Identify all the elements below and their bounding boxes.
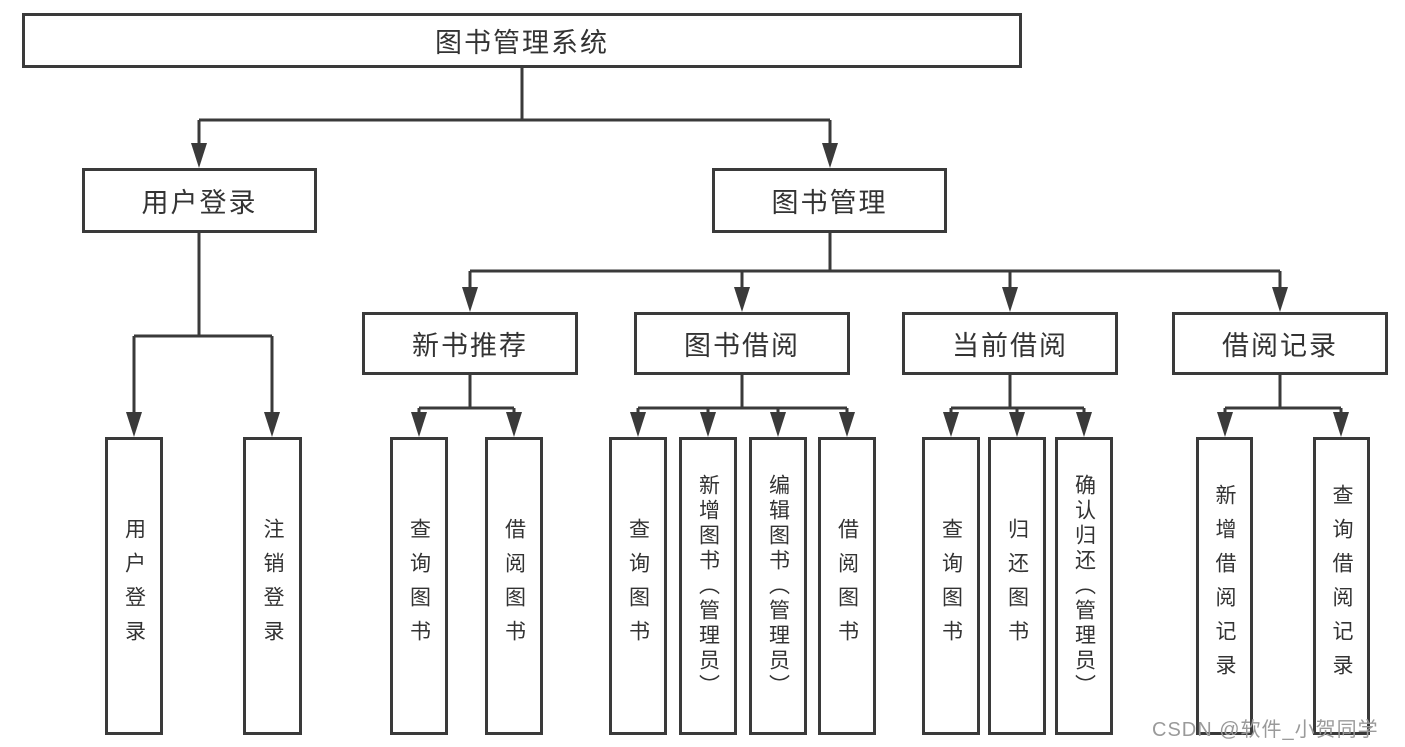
node-new-book-recommendation: 新书推荐: [362, 312, 578, 375]
arrow-down-icon: [943, 412, 959, 437]
arrow-down-icon: [770, 412, 786, 437]
node-label: 查询借阅记录: [1330, 484, 1353, 688]
node-label: 借阅图书: [835, 518, 859, 654]
node-current-borrowing: 当前借阅: [902, 312, 1118, 375]
leaf-query-books-borrowing: 查询图书: [609, 437, 667, 735]
node-label: 用户登录: [122, 518, 146, 654]
node-book-management-system: 图书管理系统: [22, 13, 1022, 68]
node-label: 注销登录: [261, 518, 284, 654]
arrow-down-icon: [839, 412, 855, 437]
leaf-return-books: 归还图书: [988, 437, 1046, 735]
leaf-borrow-books-recommend: 借阅图书: [485, 437, 543, 735]
node-label: 查询图书: [939, 518, 963, 654]
arrow-down-icon: [126, 412, 142, 437]
leaf-query-borrow-record: 查询借阅记录: [1313, 437, 1370, 735]
node-label: 查询图书: [407, 518, 431, 654]
leaf-logout: 注销登录: [243, 437, 302, 735]
arrow-down-icon: [630, 412, 646, 437]
arrow-down-icon: [1272, 287, 1288, 312]
arrow-down-icon: [1217, 412, 1233, 437]
node-label: 查询图书: [626, 518, 650, 654]
node-book-management: 图书管理: [712, 168, 947, 233]
node-label: 图书借阅: [684, 331, 800, 361]
leaf-borrow-books-borrowing: 借阅图书: [818, 437, 876, 735]
node-label: 确认归还（管理员）: [1072, 473, 1096, 699]
leaf-confirm-return-admin: 确认归还（管理员）: [1055, 437, 1113, 735]
node-label: 编辑图书（管理员）: [766, 473, 790, 699]
node-label: 借阅记录: [1222, 331, 1338, 361]
arrow-down-icon: [700, 412, 716, 437]
arrow-down-icon: [411, 412, 427, 437]
node-label: 新增借阅记录: [1213, 484, 1236, 688]
arrow-down-icon: [822, 143, 838, 168]
leaf-query-books-recommend: 查询图书: [390, 437, 448, 735]
arrow-down-icon: [191, 143, 207, 168]
node-label: 当前借阅: [952, 331, 1068, 361]
arrow-down-icon: [264, 412, 280, 437]
arrow-down-icon: [462, 287, 478, 312]
arrow-down-icon: [1002, 287, 1018, 312]
leaf-edit-book-admin: 编辑图书（管理员）: [749, 437, 807, 735]
node-borrowing-records: 借阅记录: [1172, 312, 1388, 375]
arrow-down-icon: [1076, 412, 1092, 437]
node-label: 新增图书（管理员）: [696, 473, 720, 699]
csdn-watermark: CSDN @软件_小贺同学: [1152, 719, 1379, 741]
leaf-add-book-admin: 新增图书（管理员）: [679, 437, 737, 735]
arrow-down-icon: [1333, 412, 1349, 437]
leaf-query-books-current: 查询图书: [922, 437, 980, 735]
node-label: 新书推荐: [412, 331, 528, 361]
node-label: 借阅图书: [502, 518, 526, 654]
node-label: 图书管理: [771, 188, 888, 218]
arrow-down-icon: [734, 287, 750, 312]
leaf-user-login: 用户登录: [105, 437, 163, 735]
arrow-down-icon: [506, 412, 522, 437]
leaf-add-borrow-record: 新增借阅记录: [1196, 437, 1253, 735]
node-user-login: 用户登录: [82, 168, 317, 233]
node-book-borrowing: 图书借阅: [634, 312, 850, 375]
node-label: 归还图书: [1005, 518, 1029, 654]
node-label: 用户登录: [141, 188, 258, 218]
arrow-down-icon: [1009, 412, 1025, 437]
node-label: 图书管理系统: [435, 28, 609, 58]
